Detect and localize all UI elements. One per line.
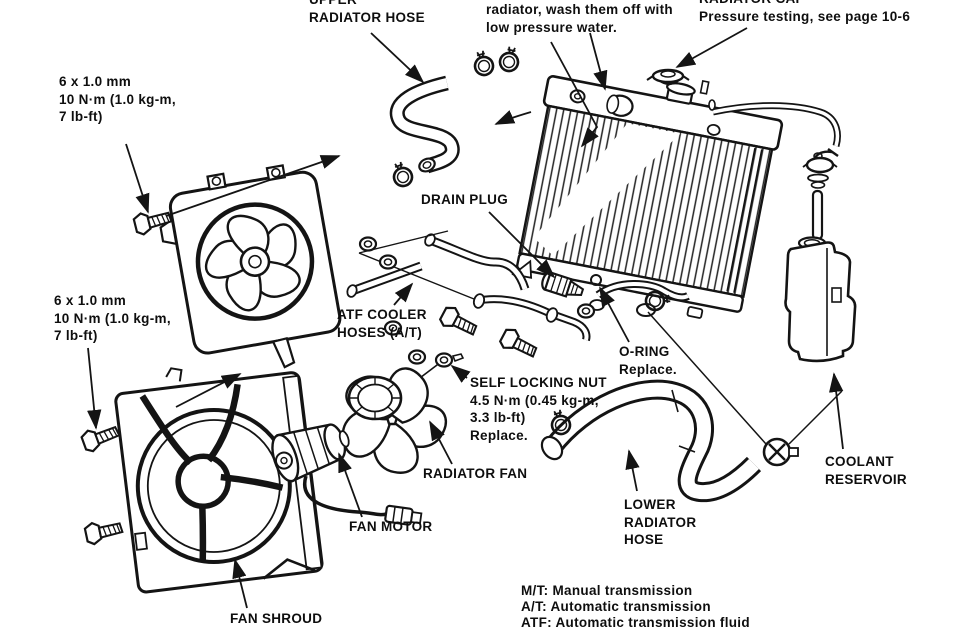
self-locking-nut-label: SELF LOCKING NUT 4.5 N·m (0.45 kg-m, 3.3… [470,375,607,443]
alignment-line [788,390,843,445]
upper-radiator-hose-label: UPPER RADIATOR HOSE [309,0,425,25]
hose-clamp-icon [470,47,497,79]
fan-motor-label: FAN MOTOR [349,519,433,534]
bolt-icon [497,325,542,363]
fan-shroud-label: FAN SHROUD [230,611,323,626]
bolt-icon [82,516,125,547]
nut-part [378,254,398,270]
lower-radiator-hose-drawing [540,379,762,503]
self-locking-nut-part [434,352,454,368]
coolant-reservoir-label: COOLANT RESERVOIR [825,454,907,487]
drain-plug-label: DRAIN PLUG [421,192,508,207]
bolt-icon [131,205,174,237]
bolt-spec-top-label: 6 x 1.0 mm 10 N·m (1.0 kg-m, 7 lb-ft) [59,74,176,125]
clamp-x-drawing [762,437,799,467]
lower-radiator-hose-label: LOWER RADIATOR HOSE [624,497,697,548]
radiator-cap-drawing [646,68,690,85]
upper-radiator-hose-drawing [389,75,460,174]
coolant-reservoir-drawing [708,99,857,363]
leader-arrows [87,27,844,609]
bolt-spec-bottom-label: 6 x 1.0 mm 10 N·m (1.0 kg-m, 7 lb-ft) [54,293,171,344]
legend-line-at: A/T: Automatic transmission [521,599,711,615]
fan-assembly-drawing [159,164,342,369]
legend-line-mt: M/T: Manual transmission [521,583,693,598]
nut-part [358,236,378,252]
atf-cooler-hoses-drawing [346,230,591,342]
nut-part [576,303,596,319]
fan-shroud-drawing [114,367,324,594]
radiator-fan-drawing [341,367,448,474]
nut-washer [451,353,465,363]
small-hose-drawing [595,280,690,302]
alignment-line [647,311,767,445]
atf-cooler-hoses-label: ATF COOLER HOSES (A/T) [337,307,427,340]
hose-clamp-icon [497,44,523,74]
bolt-icon [79,420,123,455]
hose-clamp-icon [388,158,416,190]
bolt-icon [437,303,482,341]
abbreviation-legend: M/T: Manual transmission A/T: Automatic … [521,583,750,631]
o-ring-part [590,274,602,286]
nut-part [407,349,427,365]
radiator-cap-label: RADIATOR CAP Pressure testing, see page … [699,0,911,24]
o-ring-label: O-RING Replace. [619,344,677,377]
drain-plug-drawing [541,271,585,298]
fan-motor-drawing [271,423,423,526]
wash-note-label: radiator, wash them off with low pressur… [486,2,673,35]
radiator-fan-label: RADIATOR FAN [423,466,528,481]
legend-line-atf: ATF: Automatic transmission fluid [521,615,750,631]
